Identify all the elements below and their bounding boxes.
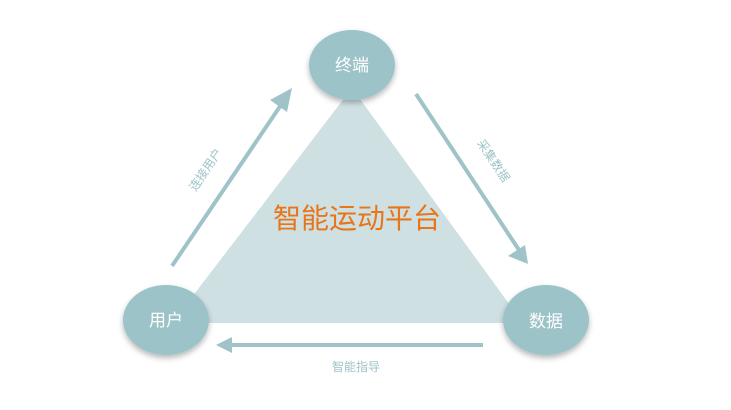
arrow-left-to-top [170,88,292,268]
node-data-label: 数据 [529,312,563,332]
node-terminal-label: 终端 [335,56,369,76]
arrow-right-to-left [216,337,483,353]
platform-triangle [172,88,523,323]
arrow-top-to-right [414,92,528,264]
center-title: 智能运动平台 [273,202,441,235]
edge-label-top-to-right: 采集数据 [474,136,513,184]
edge-label-left-to-top: 连接用户 [186,145,225,193]
node-terminal: 终端 [309,30,395,100]
edge-label-right-to-left: 智能指导 [332,359,380,374]
node-user: 用户 [123,285,209,355]
node-user-label: 用户 [149,311,183,331]
node-data: 数据 [503,285,589,355]
